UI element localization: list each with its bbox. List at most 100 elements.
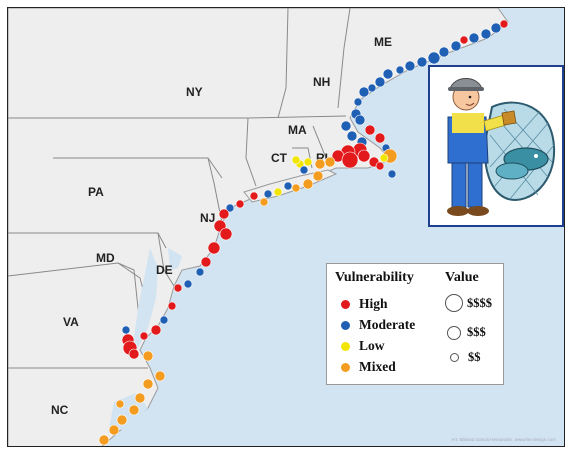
site-marker — [139, 331, 149, 341]
site-marker — [303, 157, 313, 167]
site-marker — [324, 156, 336, 168]
site-marker — [134, 392, 146, 404]
site-marker — [490, 22, 502, 34]
fisherman-inset — [428, 65, 564, 227]
legend: Vulnerability Value High Moderate Low Mi… — [326, 263, 504, 385]
site-markers — [98, 19, 509, 446]
site-marker — [259, 197, 269, 207]
map-frame: ME NH NY MA CT RI PA NJ MD DE VA NC — [7, 7, 565, 447]
legend-item-mixed: Mixed — [341, 359, 396, 375]
site-marker — [358, 86, 370, 98]
site-marker — [121, 325, 131, 335]
state-label-de: DE — [156, 263, 173, 277]
site-marker — [346, 130, 358, 142]
site-marker — [98, 434, 110, 446]
site-marker — [387, 169, 397, 179]
site-marker — [195, 267, 205, 277]
state-label-nh: NH — [313, 75, 330, 89]
value-item-small: $$ — [450, 350, 481, 365]
site-marker — [314, 158, 326, 170]
site-marker — [207, 241, 221, 255]
value-circle-medium — [447, 325, 461, 340]
site-marker — [480, 28, 492, 40]
site-marker — [115, 399, 125, 409]
site-marker — [291, 155, 301, 165]
site-marker — [404, 60, 416, 72]
site-marker — [299, 165, 309, 175]
state-label-va: VA — [63, 315, 79, 329]
legend-label-mixed: Mixed — [359, 359, 396, 374]
site-marker — [427, 51, 441, 65]
legend-value-title: Value — [445, 270, 479, 285]
site-marker — [200, 256, 212, 268]
state-borders — [8, 8, 351, 369]
coastal-map: ME NH NY MA CT RI PA NJ MD DE VA NC — [8, 8, 509, 446]
site-marker — [364, 124, 376, 136]
site-marker — [225, 203, 235, 213]
site-marker — [283, 181, 293, 191]
site-marker — [395, 65, 405, 75]
site-marker — [374, 132, 386, 144]
site-marker — [341, 151, 359, 169]
value-label-large: $$$$ — [467, 295, 492, 310]
site-marker — [142, 378, 154, 390]
state-label-ct: CT — [271, 151, 288, 165]
site-marker — [273, 187, 283, 197]
site-marker — [302, 178, 314, 190]
state-label-pa: PA — [88, 185, 104, 199]
legend-item-moderate: Moderate — [341, 317, 415, 333]
site-marker — [499, 19, 509, 29]
site-marker — [128, 348, 140, 360]
state-label-nj: NJ — [200, 211, 215, 225]
site-marker — [154, 370, 166, 382]
site-marker — [173, 283, 183, 293]
state-label-ma: MA — [288, 123, 307, 137]
site-marker — [382, 68, 394, 80]
value-circle-small — [450, 353, 459, 362]
site-marker — [379, 153, 389, 163]
legend-swatch-mixed — [341, 362, 350, 372]
site-marker — [375, 161, 385, 171]
state-label-md: MD — [96, 251, 115, 265]
site-marker — [263, 189, 273, 199]
site-marker — [468, 32, 480, 44]
site-marker — [450, 40, 462, 52]
site-marker — [438, 46, 450, 58]
site-marker — [108, 424, 120, 436]
site-marker — [249, 191, 259, 201]
site-marker — [374, 76, 386, 88]
site-marker — [159, 315, 169, 325]
legend-item-low: Low — [341, 338, 385, 354]
site-marker — [416, 56, 428, 68]
site-marker — [340, 120, 352, 132]
site-marker — [167, 301, 177, 311]
site-marker — [218, 208, 230, 220]
chesapeake-bay — [128, 248, 158, 360]
legend-swatch-moderate — [341, 320, 350, 330]
value-item-large: $$$$ — [445, 294, 492, 312]
legend-label-high: High — [359, 296, 388, 311]
legend-vulnerability-title: Vulnerability — [335, 270, 414, 285]
site-marker — [312, 170, 324, 182]
site-marker — [150, 324, 162, 336]
site-marker — [291, 183, 301, 193]
legend-item-high: High — [341, 296, 388, 312]
site-marker — [116, 414, 128, 426]
legend-swatch-low — [341, 341, 350, 351]
site-marker — [183, 279, 193, 289]
site-marker — [367, 83, 377, 93]
value-label-medium: $$$ — [467, 325, 486, 339]
value-item-medium: $$$ — [447, 325, 486, 340]
art-credit: Art: Bibiana Garcia Hernandez, www.hei-d… — [451, 437, 556, 442]
site-marker — [219, 227, 233, 241]
legend-label-moderate: Moderate — [359, 317, 416, 332]
state-label-me: ME — [374, 35, 392, 49]
site-marker — [142, 350, 154, 362]
legend-swatch-high — [341, 299, 350, 309]
site-marker — [354, 114, 366, 126]
fisherman-with-net-icon — [447, 78, 556, 216]
site-marker — [128, 404, 140, 416]
state-label-ny: NY — [186, 85, 203, 99]
value-circle-large — [445, 294, 463, 312]
value-label-small: $$ — [468, 350, 481, 364]
